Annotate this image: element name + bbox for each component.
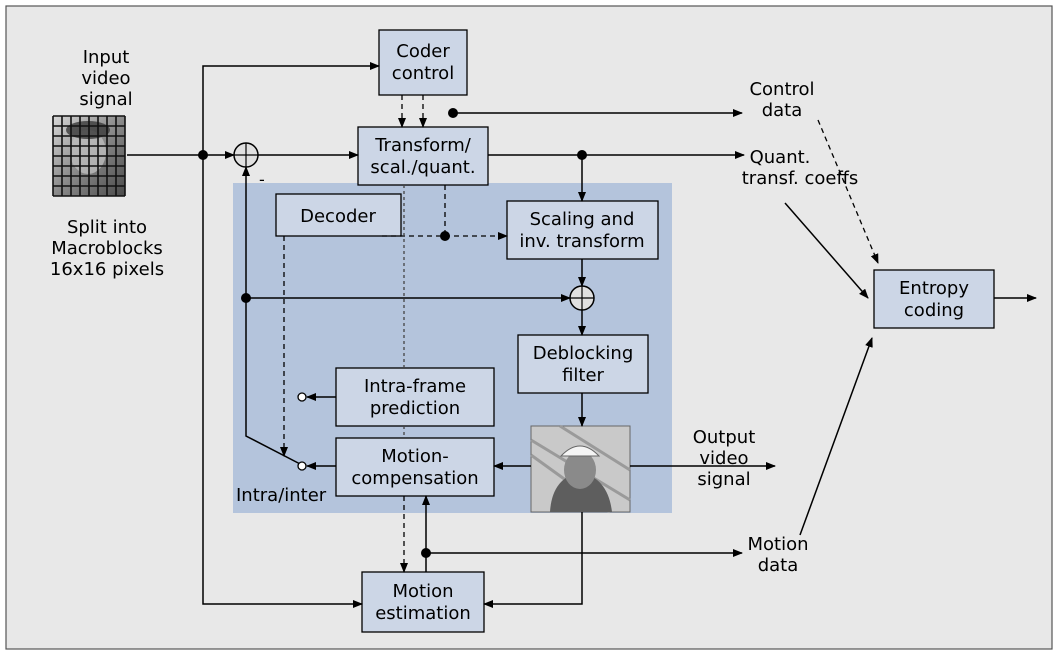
decoder-label: Decoder [300, 206, 376, 227]
transform-block: Transform/scal./quant. [357, 126, 489, 186]
transform-label: Transform/scal./quant. [370, 135, 475, 178]
motion-compensation-block: Motion-compensation [335, 437, 495, 497]
control-lines [280, 95, 879, 573]
intra-inter-label: Intra/inter [236, 485, 327, 506]
junction-dots [198, 108, 587, 558]
macroblock-grid-image [52, 115, 126, 197]
summation-circle-icon [233, 142, 259, 168]
minus-sign: - [259, 170, 265, 189]
switch-terminals [297, 392, 307, 471]
signal-lines [127, 62, 1037, 608]
summation-circle-icon [569, 285, 595, 311]
decoder-block: Decoder [275, 193, 402, 237]
motion-compensation-label: Motion-compensation [351, 446, 478, 489]
quant-coeffs-label: Quant.transf. coeffs [742, 147, 859, 189]
decoded-frame-image [530, 424, 631, 514]
